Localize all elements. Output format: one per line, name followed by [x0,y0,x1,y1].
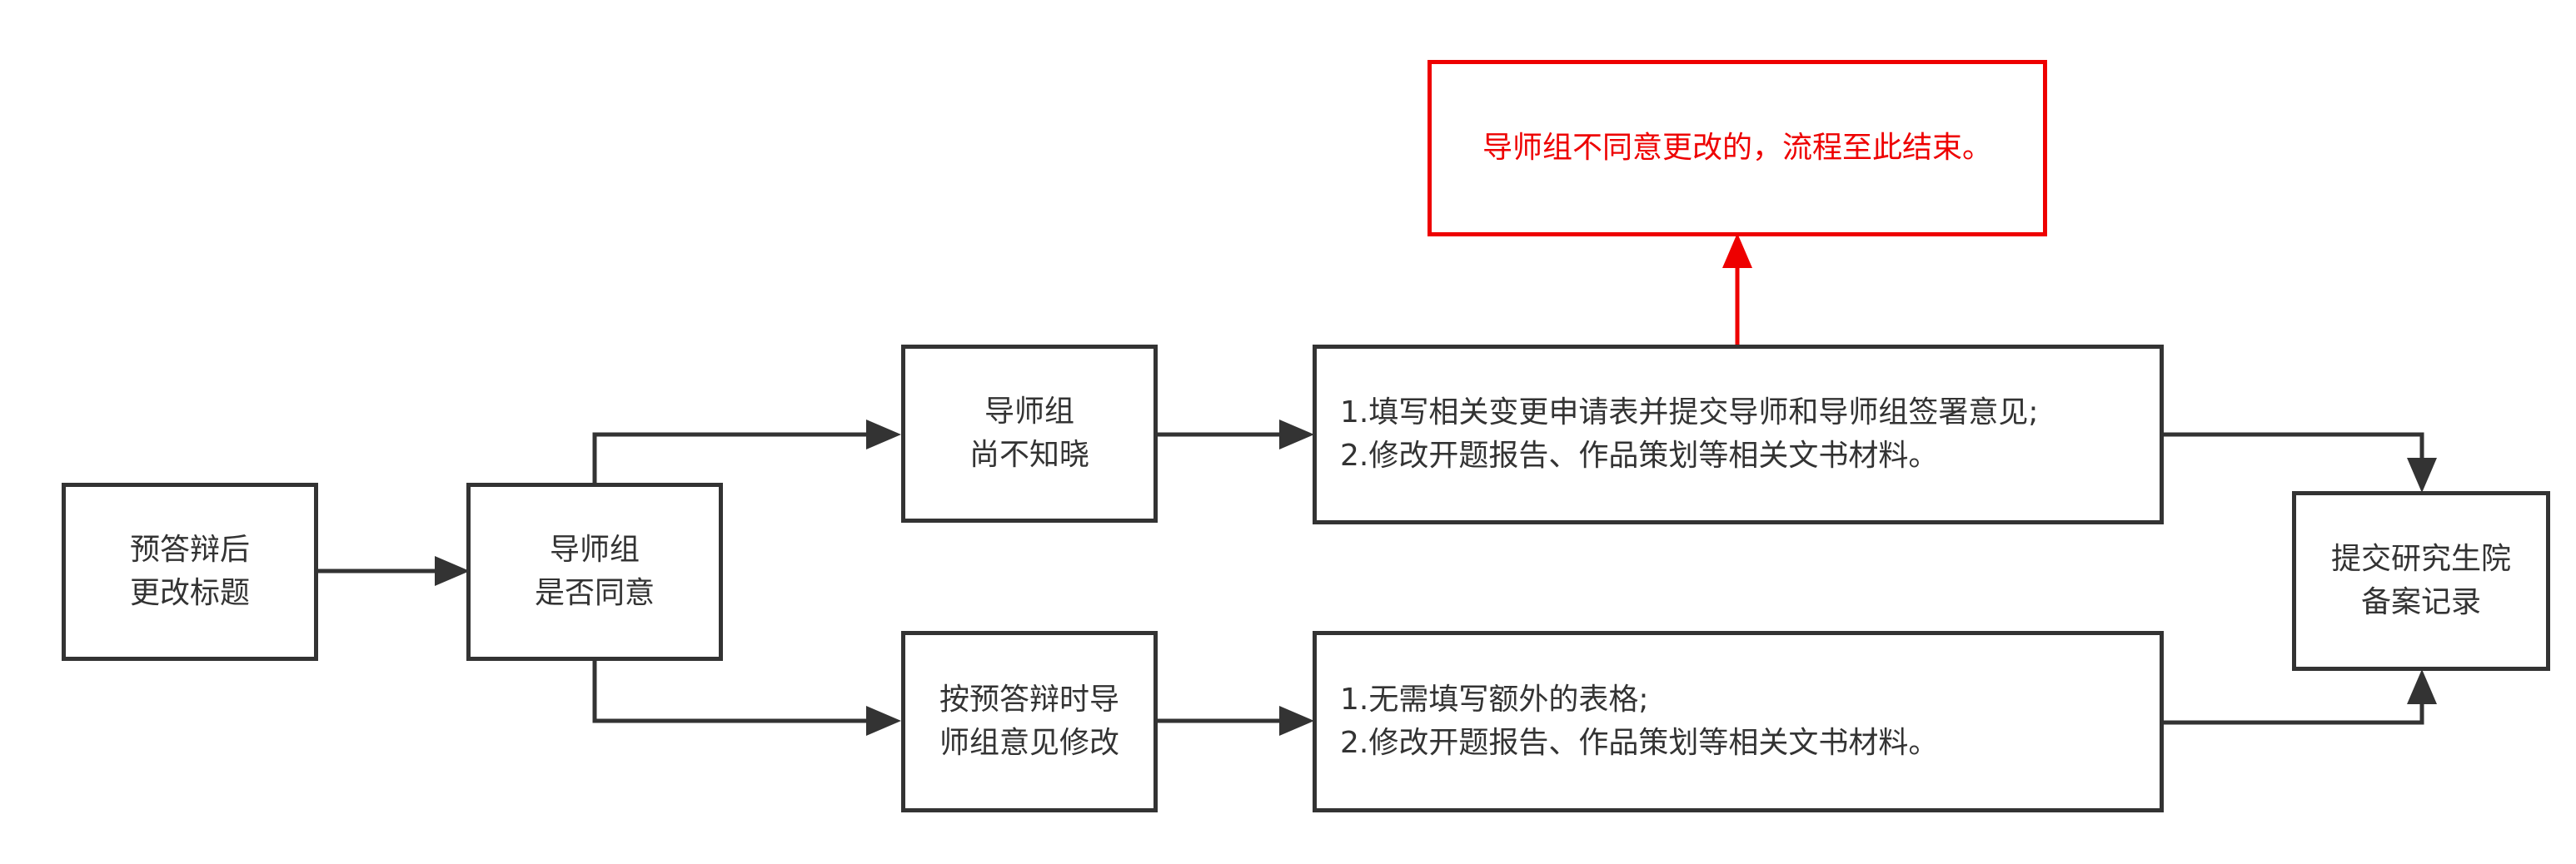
arrowhead-unaware-steps-to-submit [2407,458,2437,493]
arrow-unaware-steps-to-submit [2162,432,2424,474]
unaware-steps-label: 1.填写相关变更申请表并提交导师和导师组签署意见; 2.修改开题报告、作品策划等… [1340,395,2039,473]
submit-node: 提交研究生院 备案记录 [2292,491,2550,671]
unaware-steps-node: 1.填写相关变更申请表并提交导师和导师组签署意见; 2.修改开题报告、作品策划等… [1313,345,2164,524]
decision-node-label: 导师组 是否同意 [534,532,655,610]
arrowhead-follow-to-steps [1279,706,1314,736]
decision-node: 导师组 是否同意 [466,483,723,661]
arrowhead-decision-to-unaware [866,420,901,449]
arrow-follow-steps-to-submit [2162,688,2424,725]
follow-steps-node: 1.无需填写额外的表格; 2.修改开题报告、作品策划等相关文书材料。 [1313,631,2164,812]
end-note-label: 导师组不同意更改的，流程至此结束。 [1482,130,1992,165]
end-note-node: 导师组不同意更改的，流程至此结束。 [1428,60,2047,236]
arrow-decision-to-unaware [592,432,883,483]
follow-advice-node: 按预答辩时导 师组意见修改 [901,631,1158,812]
submit-node-label: 提交研究生院 备案记录 [2330,541,2511,619]
start-node: 预答辩后 更改标题 [62,483,318,661]
arrowhead-follow-steps-to-submit [2407,669,2437,704]
arrowhead-decision-to-follow [866,706,901,736]
follow-advice-node-label: 按预答辩时导 师组意见修改 [939,682,1119,760]
arrow-decision-to-follow [592,659,883,723]
unaware-node-label: 导师组 尚不知晓 [969,394,1089,472]
start-node-label: 预答辩后 更改标题 [129,532,250,610]
follow-steps-label: 1.无需填写额外的表格; 2.修改开题报告、作品策划等相关文书材料。 [1340,682,1939,760]
unaware-node: 导师组 尚不知晓 [901,345,1158,523]
arrowhead-start-to-decision [435,556,470,586]
arrowhead-unaware-to-steps [1279,420,1314,449]
arrowhead-steps-to-end-note [1722,233,1752,268]
